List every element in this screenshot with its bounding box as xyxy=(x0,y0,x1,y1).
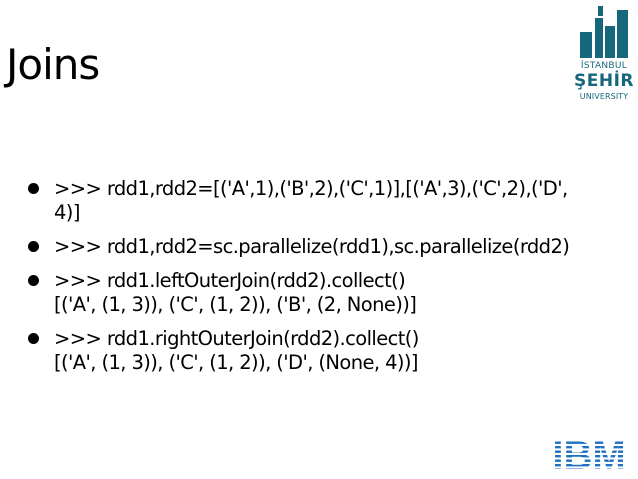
bullet-icon xyxy=(28,183,39,194)
bullet-icon xyxy=(28,333,39,344)
bullet-icon xyxy=(28,241,39,252)
bullet-item: >>> rdd1.leftOuterJoin(rdd2).collect() [… xyxy=(28,269,628,317)
slide-title: Joins xyxy=(6,40,100,89)
bullet-item: >>> rdd1,rdd2=sc.parallelize(rdd1),sc.pa… xyxy=(28,235,628,259)
bullet-icon xyxy=(28,275,39,286)
bullet-line: [('A', (1, 3)), ('C', (1, 2)), ('D', (No… xyxy=(54,351,419,374)
bullet-line: 4)] xyxy=(54,201,80,224)
logo-line-istanbul: İSTANBUL xyxy=(580,61,628,71)
bullet-line: >>> rdd1.leftOuterJoin(rdd2).collect() xyxy=(54,269,406,292)
logo-line-sehir: ŞEHİR xyxy=(574,71,634,91)
bullet-list: >>> rdd1,rdd2=[('A',1),('B',2),('C',1)],… xyxy=(28,177,628,385)
university-logo: İSTANBUL ŞEHİR UNIVERSITY xyxy=(572,4,634,108)
bullet-line: >>> rdd1,rdd2=sc.parallelize(rdd1),sc.pa… xyxy=(54,235,570,258)
logo-line-university: UNIVERSITY xyxy=(579,92,629,101)
bullet-line: [('A', (1, 3)), ('C', (1, 2)), ('B', (2,… xyxy=(54,293,417,316)
ibm-logo-icon: IBM xyxy=(552,436,625,472)
bullet-line: >>> rdd1.rightOuterJoin(rdd2).collect() xyxy=(54,327,419,350)
university-logo-icon xyxy=(580,6,628,58)
ibm-logo-text: IBM xyxy=(552,436,625,472)
bullet-item: >>> rdd1,rdd2=[('A',1),('B',2),('C',1)],… xyxy=(28,177,628,225)
bullet-line: >>> rdd1,rdd2=[('A',1),('B',2),('C',1)],… xyxy=(54,177,568,200)
bullet-item: >>> rdd1.rightOuterJoin(rdd2).collect() … xyxy=(28,327,628,375)
